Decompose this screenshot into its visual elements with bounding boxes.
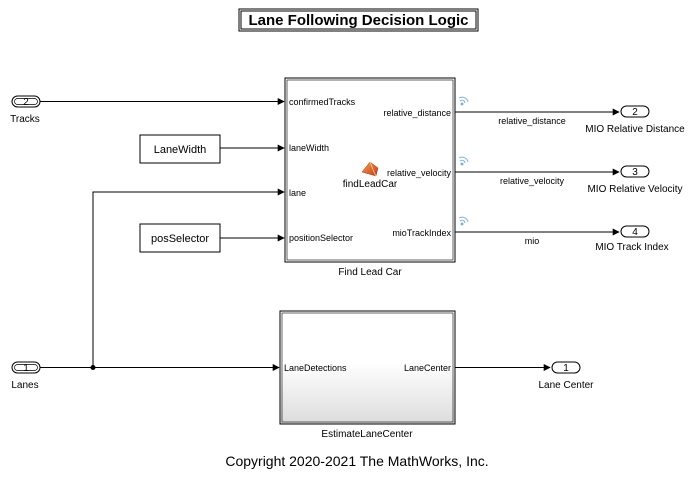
constant-lanewidth[interactable]: LaneWidth — [139, 134, 221, 164]
inport-tracks-number: 2 — [23, 97, 29, 108]
input-port-lane: lane — [289, 188, 306, 198]
find-lead-car-block-name: Find Lead Car — [338, 267, 402, 278]
outport-lane-center[interactable]: 1 Lane Center — [538, 361, 594, 391]
constant-lanewidth-label: LaneWidth — [154, 144, 207, 156]
outport-lane-center-number: 1 — [563, 363, 569, 374]
output-port-relative-distance: relative_distance — [383, 108, 451, 118]
output-port-relative-velocity: relative_velocity — [387, 168, 452, 178]
outport-mio-relative-distance[interactable]: 2 MIO Relative Distance — [585, 105, 685, 135]
signal-label-mio: mio — [525, 236, 540, 246]
estimate-lane-center-block[interactable]: LaneDetections LaneCenter — [279, 310, 456, 425]
title-text: Lane Following Decision Logic — [248, 12, 468, 29]
outport-mio-relative-velocity-label: MIO Relative Velocity — [587, 184, 682, 195]
output-port-miotrackindex: mioTrackIndex — [392, 228, 451, 238]
outport-mio-relative-distance-label: MIO Relative Distance — [585, 124, 685, 135]
copyright-text: Copyright 2020-2021 The MathWorks, Inc. — [225, 453, 488, 469]
input-port-positionselector: positionSelector — [289, 233, 353, 243]
function-name: findLeadCar — [343, 179, 398, 190]
inport-tracks[interactable]: 2 Tracks — [10, 95, 41, 125]
inport-lanes[interactable]: 1 Lanes — [11, 361, 41, 391]
constant-posselector-label: posSelector — [151, 233, 209, 245]
signal-label-relative-velocity: relative_velocity — [500, 176, 565, 186]
branch-point — [90, 365, 96, 370]
output-port-lanecenter: LaneCenter — [404, 363, 451, 373]
input-port-confirmedtracks: confirmedTracks — [289, 97, 356, 107]
matlab-logo-icon — [361, 161, 379, 177]
outport-mio-relative-velocity-number: 3 — [632, 167, 638, 178]
input-port-lanewidth: laneWidth — [289, 143, 329, 153]
outport-mio-relative-velocity[interactable]: 3 MIO Relative Velocity — [587, 165, 683, 195]
inport-tracks-label: Tracks — [10, 114, 40, 125]
outport-mio-track-index-label: MIO Track Index — [595, 242, 668, 253]
input-port-lanedetections: LaneDetections — [284, 363, 347, 373]
inport-lanes-label: Lanes — [11, 380, 38, 391]
inport-lanes-number: 1 — [23, 363, 29, 374]
constant-posselector[interactable]: posSelector — [139, 223, 221, 253]
signal-logging-icon — [458, 156, 469, 166]
signal-label-relative-distance: relative_distance — [498, 116, 566, 126]
find-lead-car-block[interactable]: confirmedTracks laneWidth lane positionS… — [284, 77, 456, 263]
signal-logging-icon — [458, 216, 469, 226]
signal-logging-icon — [458, 96, 469, 106]
diagram-title: Lane Following Decision Logic — [238, 8, 479, 32]
outport-mio-track-index-number: 4 — [632, 227, 638, 238]
line-lanes-branch-to-lane — [92, 188, 285, 368]
outport-mio-track-index[interactable]: 4 MIO Track Index — [595, 225, 669, 253]
outport-mio-relative-distance-number: 2 — [632, 107, 638, 118]
estimate-lane-center-block-name: EstimateLaneCenter — [321, 429, 413, 440]
signal-lines — [40, 98, 620, 371]
outport-lane-center-label: Lane Center — [538, 380, 594, 391]
